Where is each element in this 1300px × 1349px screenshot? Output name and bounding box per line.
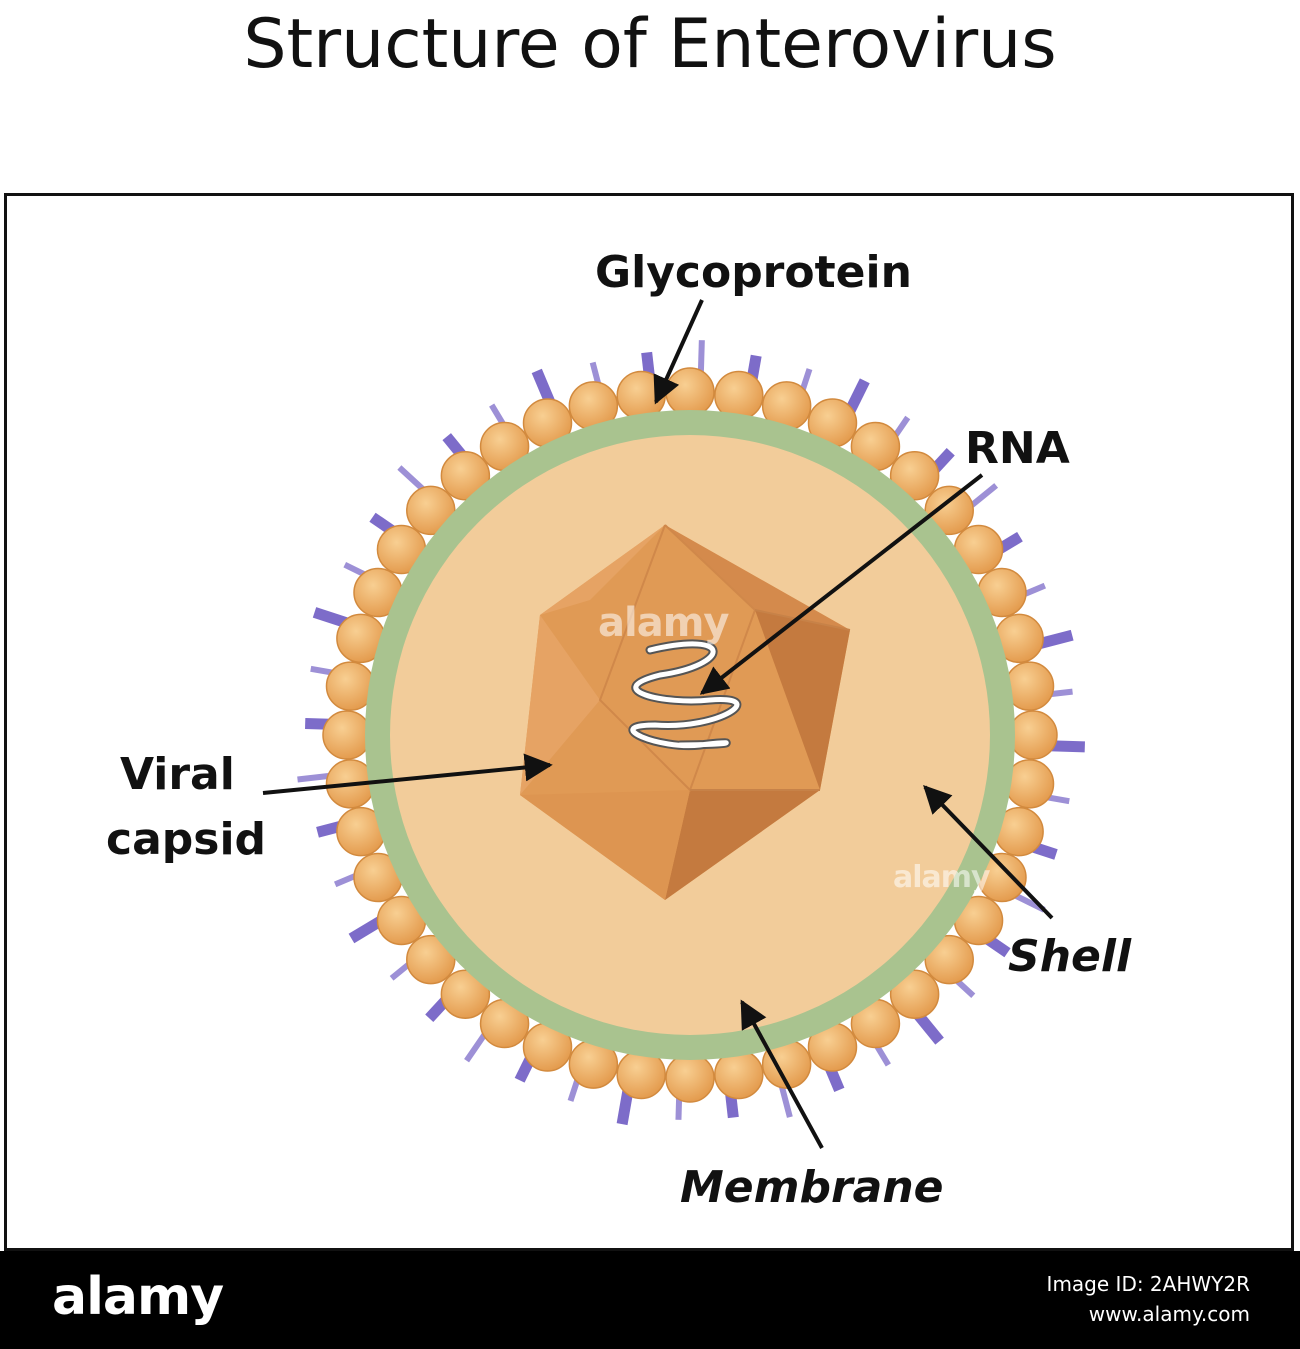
rna-strand bbox=[628, 639, 742, 751]
stock-footer: alamy Image ID: 2AHWY2R www.alamy.com bbox=[0, 1251, 1300, 1349]
footer-image-id: Image ID: 2AHWY2R bbox=[1046, 1272, 1250, 1296]
lipid-bead bbox=[889, 451, 940, 501]
viral-capsid-arrow bbox=[262, 753, 553, 795]
label-viral-capsid-line2: capsid bbox=[106, 814, 267, 865]
lipid-bead bbox=[665, 367, 715, 417]
footer-site: www.alamy.com bbox=[1088, 1302, 1250, 1326]
lipid-bead bbox=[924, 485, 974, 536]
enterovirus-diagram bbox=[262, 299, 1085, 1149]
label-viral-capsid-line1: Viral bbox=[120, 749, 235, 800]
watermark-center: alamy bbox=[598, 600, 729, 646]
lipid-bead bbox=[406, 485, 456, 536]
watermark-lower: alamy bbox=[893, 860, 991, 895]
lipid-bead bbox=[665, 1053, 715, 1103]
footer-brand: alamy bbox=[52, 1267, 224, 1327]
glycoprotein-arrow bbox=[653, 299, 704, 405]
diagram-frame bbox=[4, 193, 1294, 1251]
footer-image-info: Image ID: 2AHWY2R www.alamy.com bbox=[1047, 1269, 1250, 1329]
label-shell: Shell bbox=[1008, 931, 1132, 982]
pointer-arrows bbox=[262, 299, 1054, 1149]
lipid-bead bbox=[889, 969, 940, 1019]
shell-arrow bbox=[923, 784, 1054, 920]
lipid-bead bbox=[322, 710, 372, 760]
diagram-title: Structure of Enterovirus bbox=[243, 5, 1057, 84]
label-glycoprotein: Glycoprotein bbox=[595, 247, 912, 298]
rna-arrow bbox=[699, 473, 984, 695]
lipid-bead bbox=[440, 969, 491, 1019]
lipid-bead bbox=[440, 451, 491, 501]
label-membrane: Membrane bbox=[680, 1162, 944, 1213]
lipid-bead bbox=[924, 934, 974, 985]
lipid-bead bbox=[406, 934, 456, 985]
lipid-bead bbox=[1008, 710, 1058, 760]
viral-capsid-icosahedron bbox=[520, 524, 851, 900]
membrane-arrow bbox=[740, 999, 824, 1149]
label-rna: RNA bbox=[965, 423, 1070, 474]
